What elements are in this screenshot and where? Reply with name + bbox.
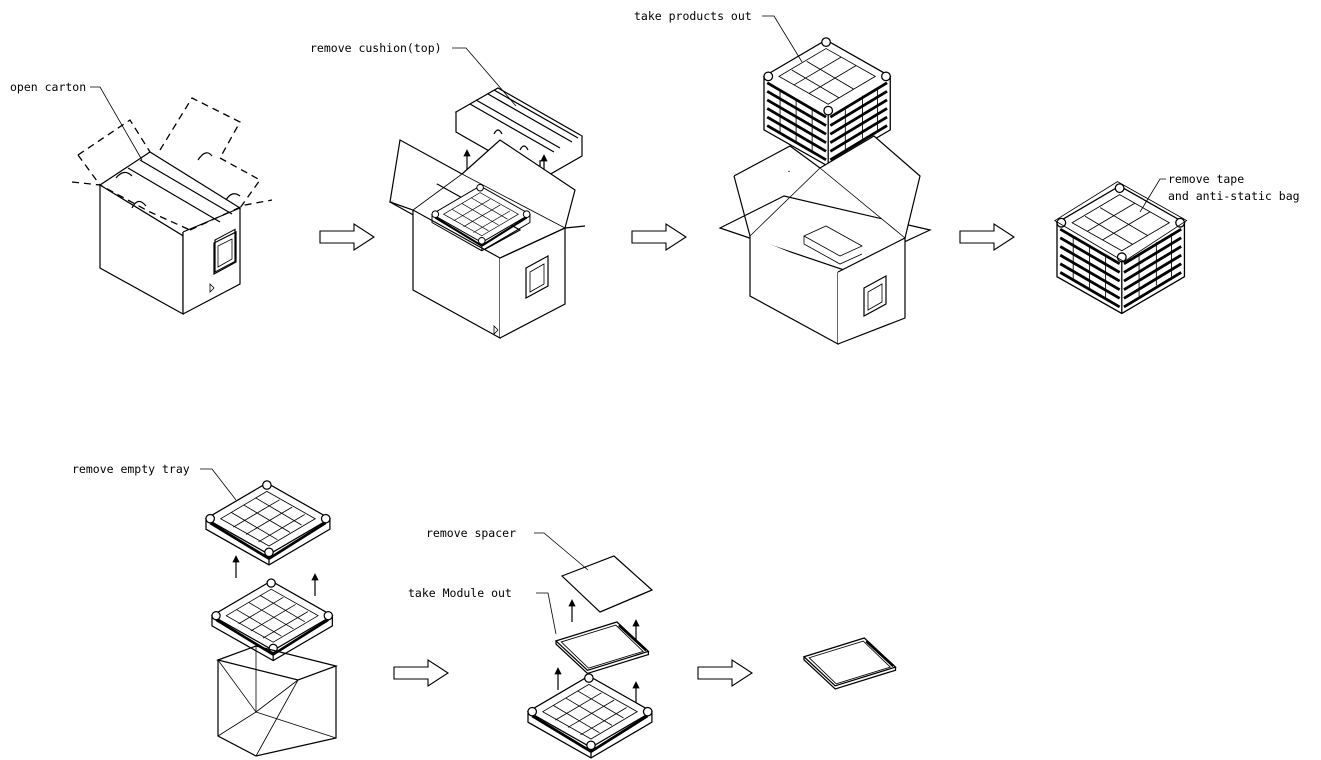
lift-arrow-tray-right: [311, 573, 319, 597]
lift-arrow-tray-left: [232, 555, 240, 579]
spacer-sheet-figure: [560, 555, 654, 613]
svg-text:remove cushion(top): remove cushion(top): [310, 41, 442, 55]
step-arrow-1: [319, 223, 375, 251]
svg-text:open carton: open carton: [10, 80, 86, 94]
product-stack-bagged-figure: [1054, 181, 1188, 315]
label-take-products-out: take products out: [634, 9, 803, 63]
label-remove-tape: remove tape and anti-static bag: [1139, 172, 1300, 213]
cushion-top-figure: [454, 87, 584, 181]
label-take-module-out: take Module out: [408, 586, 557, 635]
svg-text:remove empty tray: remove empty tray: [72, 462, 190, 476]
step-arrow-2: [631, 223, 687, 251]
svg-text:take Module out: take Module out: [408, 586, 512, 600]
label-remove-spacer: remove spacer: [426, 526, 589, 571]
lift-arrow-module-left: [554, 667, 562, 691]
step-arrow-4: [393, 659, 449, 687]
lift-arrow-module-right: [632, 681, 640, 705]
svg-text:take products out: take products out: [634, 9, 752, 23]
svg-text:remove tape: remove tape: [1168, 172, 1244, 186]
tray-with-modules-figure: [210, 577, 334, 662]
svg-text:and anti-static bag: and anti-static bag: [1168, 189, 1300, 203]
module-final-figure: [802, 636, 897, 691]
module-lifted-figure: [554, 620, 650, 675]
carton-closed-figure: [71, 97, 273, 316]
lift-arrow-spacer-left: [568, 599, 576, 623]
carton-open-cushion-figure: [388, 139, 586, 340]
label-remove-empty-tray: remove empty tray: [72, 462, 237, 501]
label-open-carton: open carton: [10, 80, 143, 161]
step-arrow-5: [697, 659, 753, 687]
carton-open-empty-figure: [718, 135, 932, 346]
svg-text:remove spacer: remove spacer: [426, 526, 516, 540]
empty-tray-top-figure: [204, 479, 332, 567]
step-arrow-3: [959, 223, 1015, 251]
open-box-figure: [215, 645, 339, 757]
label-remove-cushion: remove cushion(top): [310, 41, 517, 107]
